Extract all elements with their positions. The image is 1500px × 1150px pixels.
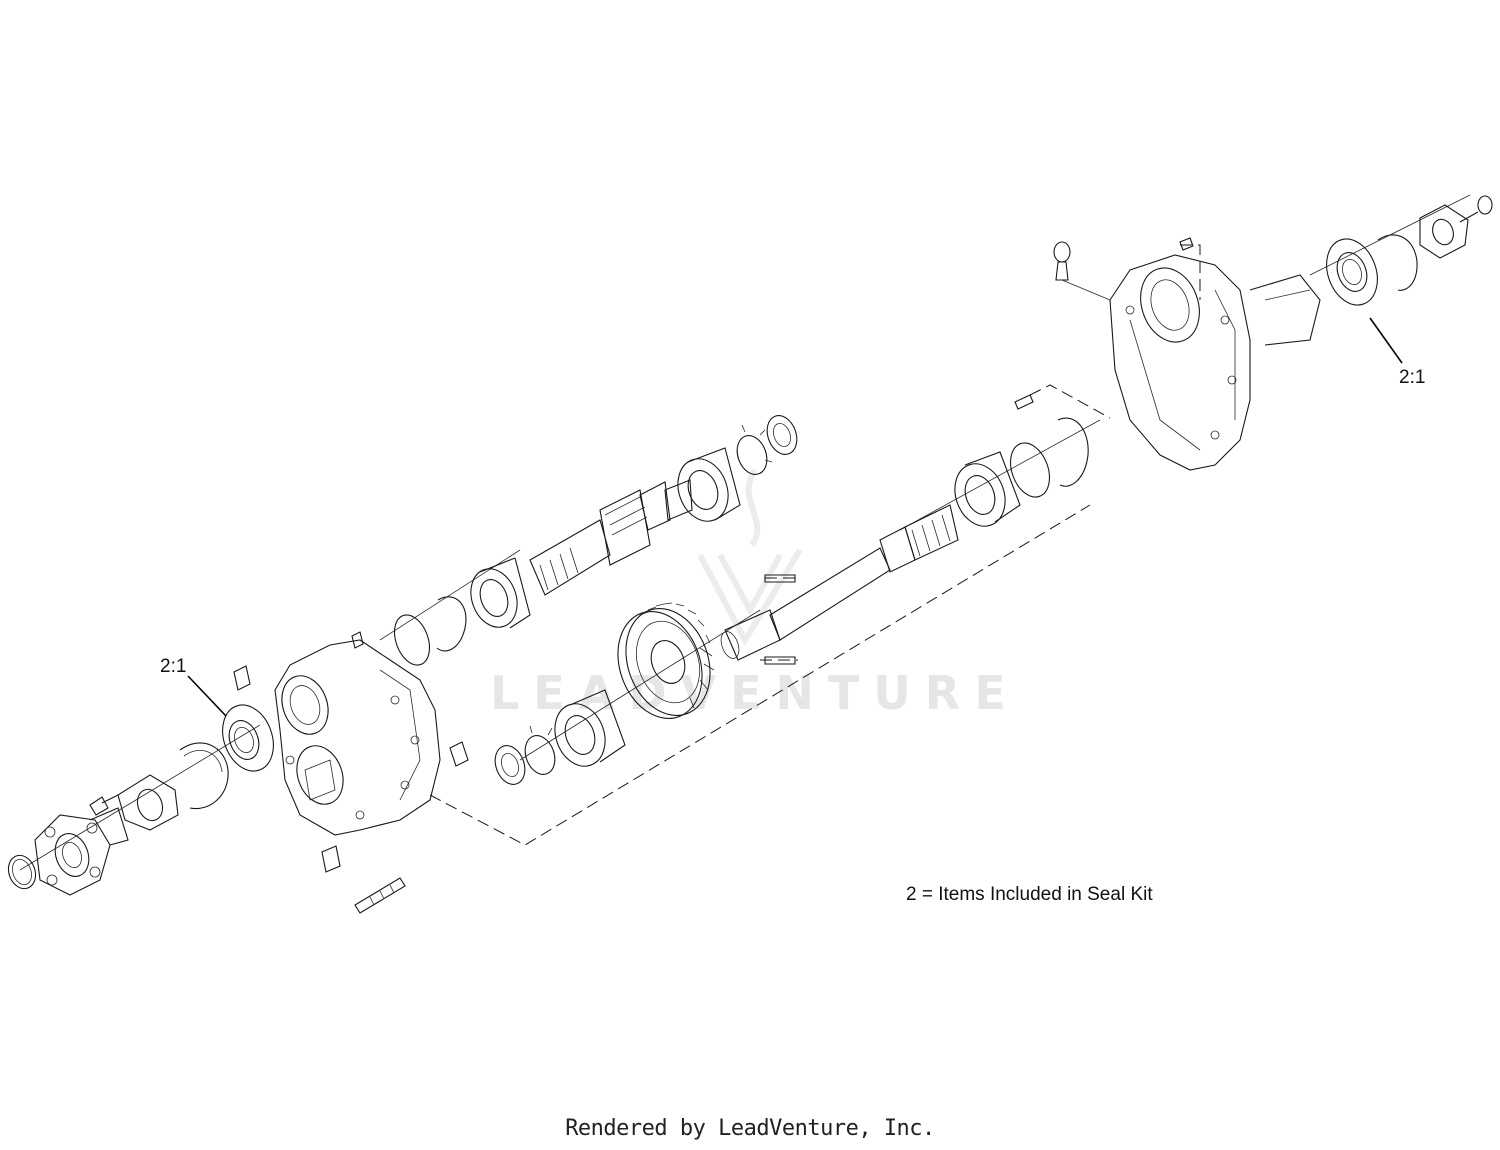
seal-kit-note: 2 = Items Included in Seal Kit — [906, 884, 1153, 905]
right-seal-callout: 2:1 — [1399, 367, 1426, 388]
render-credit: Rendered by LeadVenture, Inc. — [565, 1116, 935, 1141]
left-housing-plugs — [233, 631, 469, 873]
input-nut — [766, 415, 798, 455]
input-ring — [393, 614, 431, 666]
right-callout-leader — [1369, 317, 1403, 364]
axle-ring-2 — [1057, 417, 1089, 487]
output-axle-shaft — [769, 504, 959, 641]
left-callout-leader — [187, 675, 227, 717]
left-seal-callout: 2:1 — [160, 656, 187, 677]
housing-bolt — [354, 877, 406, 914]
assembly-dashed-lines — [429, 244, 1201, 846]
axle-ring-1 — [1010, 442, 1050, 498]
axle-keys — [764, 574, 796, 665]
right-flange-bolt — [1459, 195, 1493, 223]
watermark-emblem — [697, 468, 803, 647]
left-snap-ring — [7, 854, 37, 890]
left-housing — [274, 639, 441, 836]
axle-bearing — [954, 451, 1021, 527]
final-drive-gear — [617, 602, 715, 720]
input-pinion-shaft — [529, 479, 693, 596]
right-housing-bolt — [1053, 241, 1111, 301]
input-outer-bearing — [677, 447, 741, 522]
dowel-pin — [1014, 394, 1034, 410]
left-wheel-hub — [34, 807, 129, 896]
input-lock-washer — [736, 424, 773, 475]
left-flange-plate — [117, 774, 179, 831]
right-retaining-ring — [1377, 234, 1418, 291]
axis-lines — [19, 194, 1471, 871]
left-oil-seal — [222, 704, 274, 772]
output-lock-washer — [524, 725, 556, 775]
input-circlip — [436, 596, 467, 652]
input-bearing — [470, 557, 531, 629]
left-retaining-ring — [179, 742, 229, 810]
right-flange-plate — [1419, 204, 1469, 259]
output-bearing — [554, 689, 626, 767]
left-hub-bolt — [89, 794, 119, 816]
right-dowel — [1179, 237, 1194, 251]
right-housing — [1109, 254, 1321, 471]
output-nut — [494, 745, 526, 785]
right-oil-seal — [1326, 238, 1378, 306]
